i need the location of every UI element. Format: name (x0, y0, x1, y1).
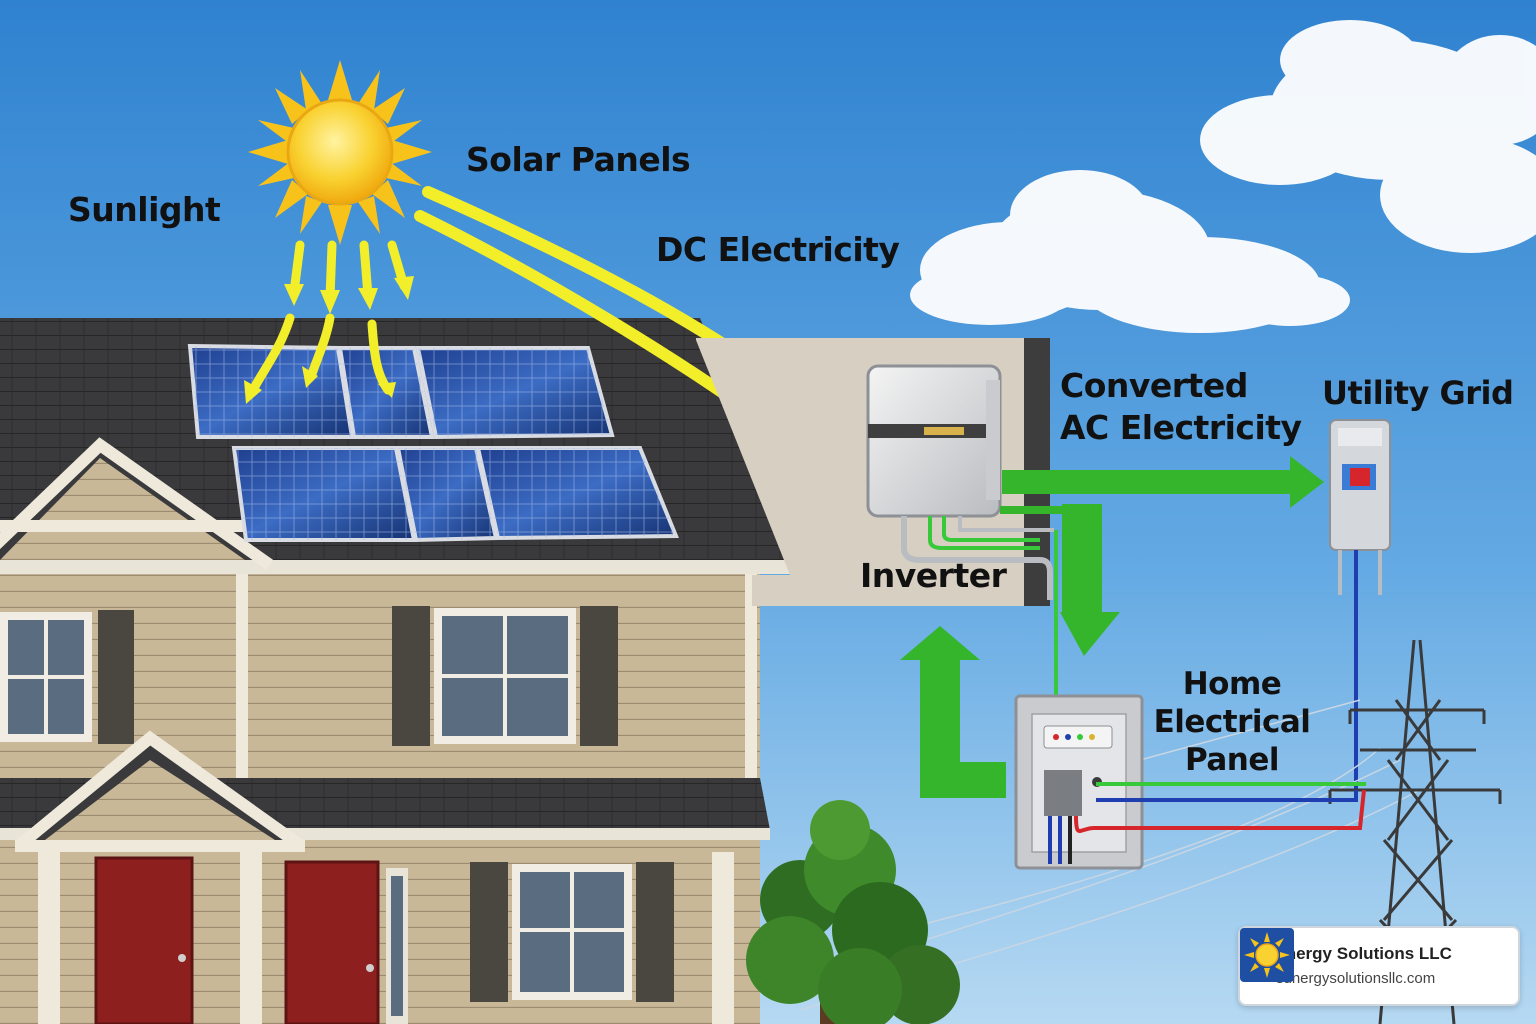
cloud-icon (1200, 20, 1536, 253)
home-panel-label-line1: Home (1182, 666, 1282, 702)
solar-panels-label: Solar Panels (466, 140, 691, 179)
ac-electricity-arrows (900, 456, 1324, 798)
brand-name: Sunergy Solutions LLC (1264, 944, 1452, 963)
sun-icon (248, 60, 432, 245)
home-panel-label-line3: Panel (1184, 742, 1280, 778)
arrowheads (244, 276, 414, 404)
utility-grid-label: Utility Grid (1322, 374, 1514, 412)
converted-ac-label-line1: Converted (1060, 366, 1248, 405)
sunlight-label: Sunlight (68, 190, 221, 229)
tree-illustration (746, 800, 960, 1024)
house-illustration (0, 318, 800, 1024)
inverter-label: Inverter (860, 556, 1007, 595)
sun-logo-icon (1240, 928, 1294, 982)
inverter-icon (866, 364, 1054, 600)
converted-ac-label-line2: AC Electricity (1060, 408, 1302, 447)
brand-url: sunergysolutionsllc.com (1276, 970, 1436, 987)
home-electrical-panel-icon (1014, 694, 1366, 870)
brand-card: Sunergy Solutions LLC sunergysolutionsll… (1238, 926, 1520, 1006)
cloud-icon (910, 170, 1350, 333)
home-panel-label-line2: Electrical (1153, 704, 1311, 740)
dc-electricity-label: DC Electricity (656, 230, 900, 269)
utility-meter-icon (1329, 419, 1391, 790)
